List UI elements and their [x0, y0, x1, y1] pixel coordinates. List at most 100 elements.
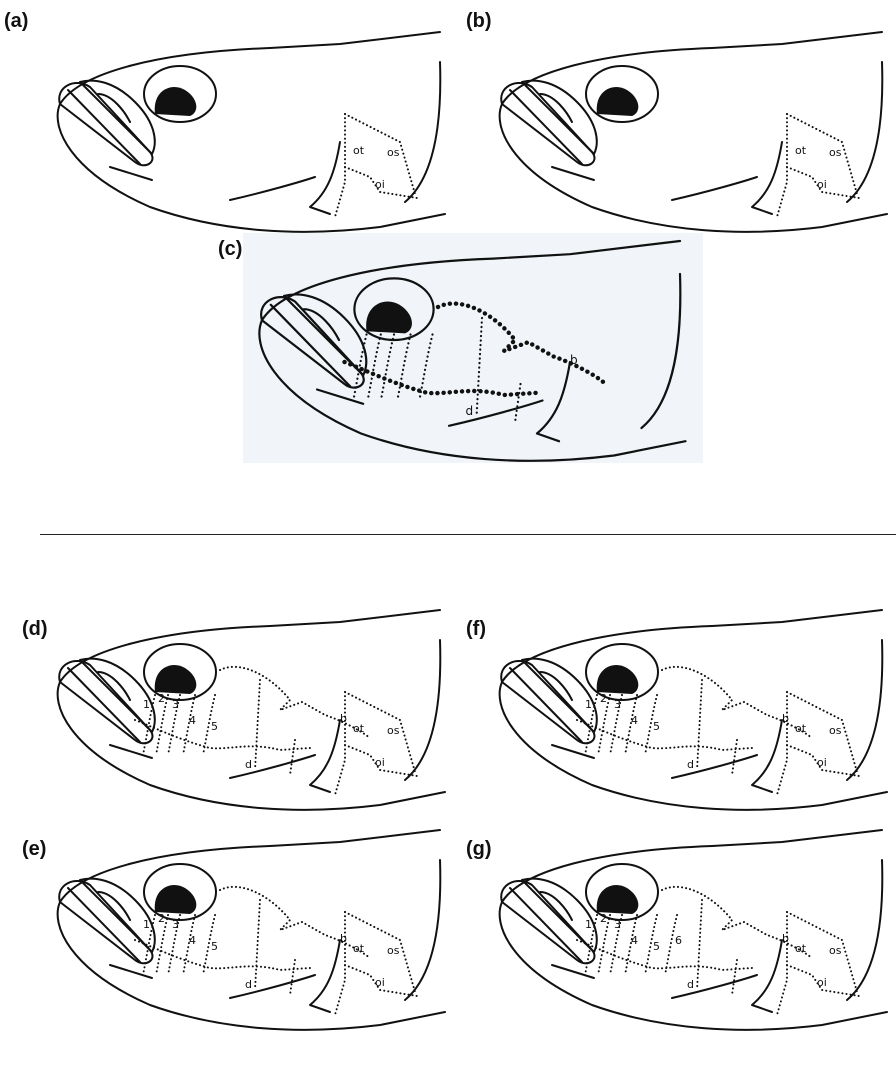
label-oi: oi	[817, 976, 827, 989]
panel-e-group: otosoi12345bd	[58, 830, 445, 1030]
label-b: b	[570, 353, 578, 367]
opercle-dotted-vertical	[777, 912, 787, 1015]
pupil	[597, 885, 639, 914]
canal-number-4: 4	[189, 714, 196, 727]
suborbital-canal-3	[381, 335, 394, 401]
opercle-dotted-vertical	[335, 692, 345, 795]
opercle-edge	[405, 860, 440, 1000]
opercle-edge	[405, 62, 440, 202]
label-oi: oi	[817, 756, 827, 769]
nostril-line	[98, 892, 130, 920]
head-outline	[502, 610, 882, 682]
label-b: b	[340, 932, 347, 945]
cheek-line-1	[110, 745, 152, 758]
cheek-line-2	[230, 975, 315, 998]
canal-number-1: 1	[585, 698, 592, 711]
head-outline	[60, 32, 440, 104]
nostril-line	[98, 672, 130, 700]
label-ot: ot	[353, 144, 365, 157]
canal-d	[135, 720, 310, 750]
canal-b	[220, 667, 370, 738]
cheek-line-1	[552, 965, 594, 978]
canal-branch-1	[697, 680, 702, 770]
label-os: os	[829, 146, 842, 159]
canal-d	[345, 362, 538, 395]
nostril-line	[540, 892, 572, 920]
section-divider	[40, 534, 896, 535]
cheek-line-1	[552, 167, 594, 180]
canal-number-3: 3	[172, 698, 179, 711]
canal-number-1: 1	[143, 918, 150, 931]
canal-number-5: 5	[211, 940, 218, 953]
label-os: os	[387, 724, 400, 737]
canal-b	[662, 887, 812, 958]
head-outline	[502, 830, 882, 902]
canal-number-2: 2	[600, 912, 607, 925]
canal-b	[662, 667, 812, 738]
opercle-edge	[847, 62, 882, 202]
pupil	[366, 302, 412, 334]
cheek-line-2	[230, 177, 315, 200]
canal-number-3: 3	[172, 918, 179, 931]
canal-number-5: 5	[211, 720, 218, 733]
canal-number-2: 2	[158, 692, 165, 705]
opercle-edge	[642, 274, 681, 428]
label-ot: ot	[795, 144, 807, 157]
cheek-line-2	[672, 755, 757, 778]
cheek-line-2	[449, 401, 543, 426]
canal-number-4: 4	[631, 714, 638, 727]
canal-branch-2	[515, 384, 521, 423]
pupil	[155, 885, 197, 914]
head-outline	[60, 830, 440, 902]
opercle-edge	[405, 640, 440, 780]
canal-branch-1	[255, 680, 260, 770]
cheek-line-1	[110, 965, 152, 978]
canal-number-6: 6	[675, 934, 682, 947]
label-oi: oi	[375, 178, 385, 191]
opercle-dotted-vertical	[777, 114, 787, 217]
panel-b-group: otosoi	[500, 32, 887, 232]
canal-b	[220, 887, 370, 958]
canal-number-4: 4	[631, 934, 638, 947]
cheek-line-1	[552, 745, 594, 758]
canal-branch-2	[732, 740, 737, 775]
nostril-line	[304, 309, 339, 340]
opercle-dotted-vertical	[335, 114, 345, 217]
pupil	[155, 87, 197, 116]
pupil	[597, 87, 639, 116]
label-d: d	[687, 978, 694, 991]
opercle-dotted-vertical	[777, 692, 787, 795]
nostril-line	[540, 94, 572, 122]
canal-branch-1	[255, 900, 260, 990]
nostril-line	[98, 94, 130, 122]
head-outline	[60, 610, 440, 682]
opercle-dotted-vertical	[335, 912, 345, 1015]
canal-d	[577, 940, 752, 970]
label-b: b	[340, 712, 347, 725]
label-oi: oi	[375, 756, 385, 769]
label-ot: ot	[353, 722, 365, 735]
label-ot: ot	[795, 722, 807, 735]
label-b: b	[782, 712, 789, 725]
label-d: d	[687, 758, 694, 771]
label-d: d	[245, 978, 252, 991]
pupil	[155, 665, 197, 694]
cheek-line-2	[672, 177, 757, 200]
canal-d	[135, 940, 310, 970]
canal-number-3: 3	[614, 698, 621, 711]
canal-d	[577, 720, 752, 750]
suborbital-canal-2	[368, 335, 381, 401]
head-outline	[262, 241, 680, 320]
canal-number-2: 2	[158, 912, 165, 925]
canal-number-5: 5	[653, 940, 660, 953]
label-os: os	[829, 944, 842, 957]
